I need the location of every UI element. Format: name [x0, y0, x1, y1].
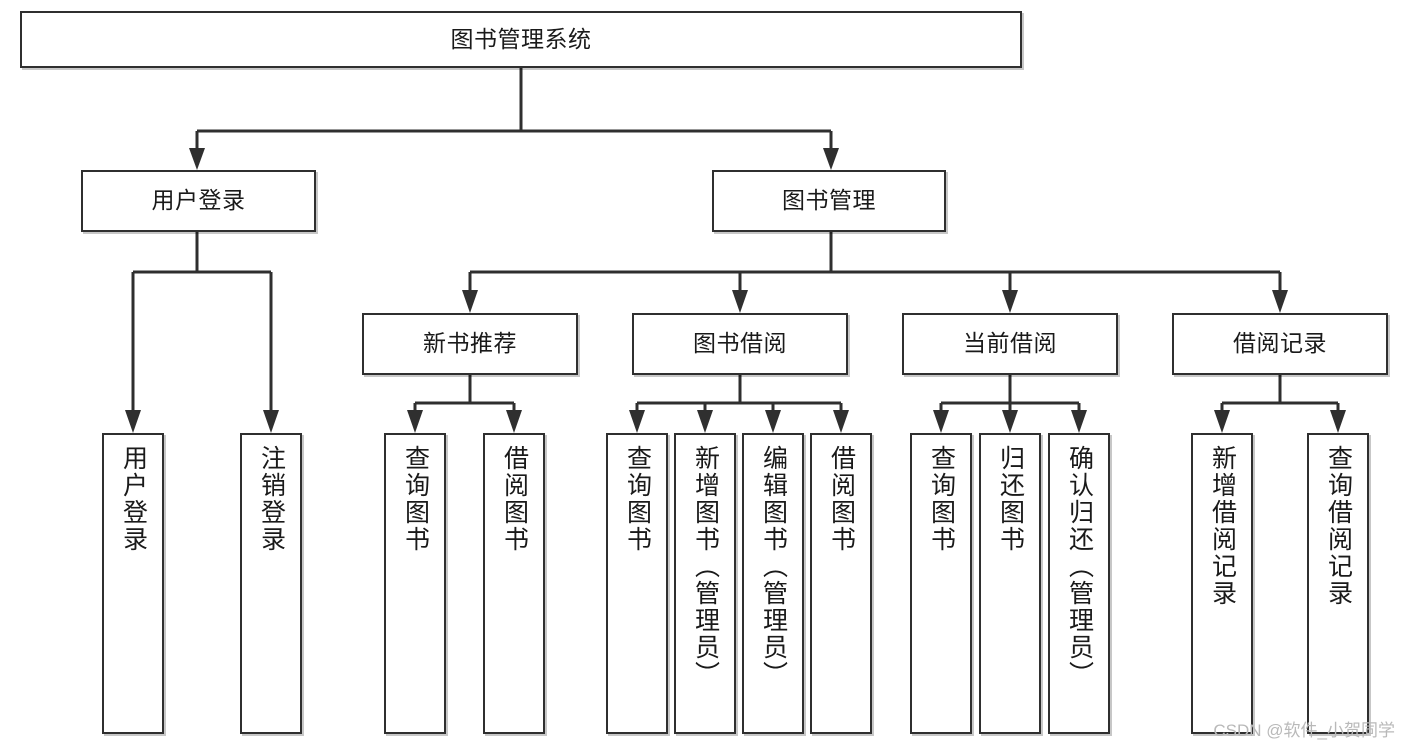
- node-label: 确认归还（管理员）: [1065, 445, 1094, 688]
- node-label: 新增借阅记录: [1208, 445, 1237, 607]
- node-label: 图书管理系统: [450, 25, 592, 52]
- node-label: 新增图书（管理员）: [691, 445, 720, 688]
- leaf-borrow-borrow-book[interactable]: 借阅图书: [810, 433, 872, 734]
- leaf-recommend-query-book[interactable]: 查询图书: [384, 433, 446, 734]
- leaf-record-add-record[interactable]: 新增借阅记录: [1191, 433, 1253, 734]
- leaf-current-query-book[interactable]: 查询图书: [910, 433, 972, 734]
- node-label: 查询图书: [401, 445, 430, 553]
- node-label: 查询图书: [623, 445, 652, 553]
- node-label: 图书借阅: [693, 330, 787, 357]
- node-label: 归还图书: [996, 445, 1025, 553]
- node-label: 借阅图书: [500, 445, 529, 553]
- leaf-borrow-query-book[interactable]: 查询图书: [606, 433, 668, 734]
- node-label: 借阅图书: [827, 445, 856, 553]
- node-label: 图书管理: [782, 187, 876, 214]
- leaf-borrow-edit-book-admin[interactable]: 编辑图书（管理员）: [742, 433, 804, 734]
- node-book-borrow[interactable]: 图书借阅: [632, 313, 848, 375]
- leaf-user-login-signout[interactable]: 注销登录: [240, 433, 302, 734]
- node-label: 用户登录: [151, 187, 246, 214]
- node-book-management[interactable]: 图书管理: [712, 170, 946, 232]
- leaf-current-confirm-return-admin[interactable]: 确认归还（管理员）: [1048, 433, 1110, 734]
- leaf-user-login-signin[interactable]: 用户登录: [102, 433, 164, 734]
- node-label: 借阅记录: [1233, 330, 1327, 357]
- node-label: 查询图书: [927, 445, 956, 553]
- node-label: 新书推荐: [423, 330, 517, 357]
- leaf-record-query-record[interactable]: 查询借阅记录: [1307, 433, 1369, 734]
- leaf-current-return-book[interactable]: 归还图书: [979, 433, 1041, 734]
- node-user-login[interactable]: 用户登录: [81, 170, 316, 232]
- node-label: 编辑图书（管理员）: [759, 445, 788, 688]
- node-label: 查询借阅记录: [1324, 445, 1353, 607]
- node-label: 用户登录: [119, 445, 148, 553]
- node-current-borrow[interactable]: 当前借阅: [902, 313, 1118, 375]
- node-new-book-recommend[interactable]: 新书推荐: [362, 313, 578, 375]
- leaf-recommend-borrow-book[interactable]: 借阅图书: [483, 433, 545, 734]
- node-root-system[interactable]: 图书管理系统: [20, 11, 1022, 68]
- node-borrow-record[interactable]: 借阅记录: [1172, 313, 1388, 375]
- node-label: 注销登录: [257, 445, 286, 553]
- leaf-borrow-add-book-admin[interactable]: 新增图书（管理员）: [674, 433, 736, 734]
- watermark: CSDN @软件_小贺同学: [1213, 721, 1395, 740]
- node-label: 当前借阅: [963, 330, 1057, 357]
